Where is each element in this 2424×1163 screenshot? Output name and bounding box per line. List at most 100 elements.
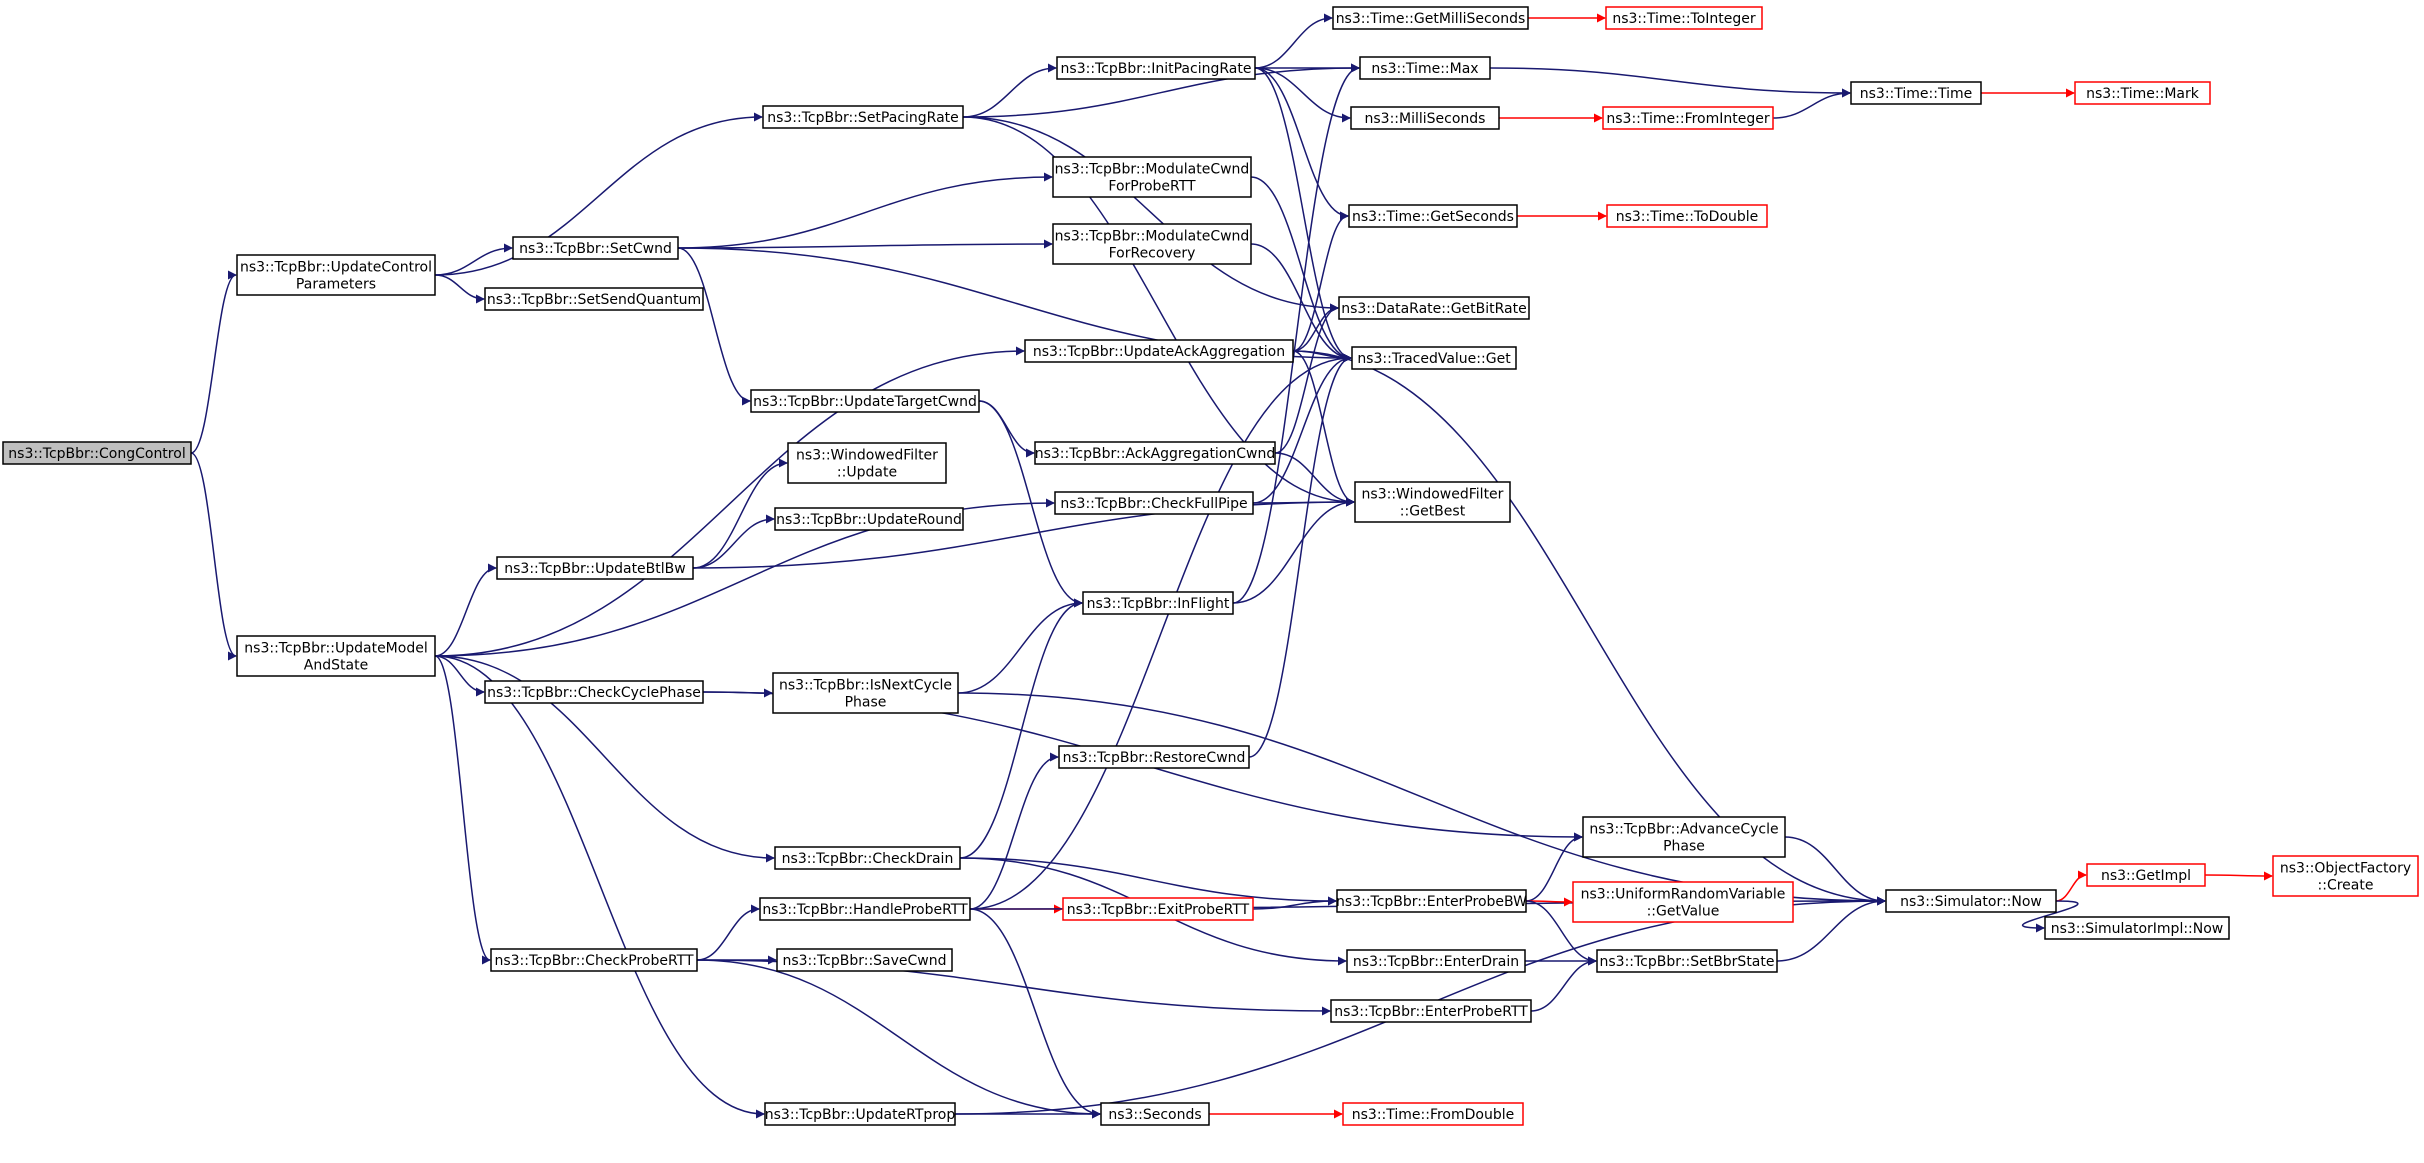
node-cong[interactable]: ns3::TcpBbr::CongControl: [2, 441, 192, 465]
node-label: ns3::Simulator::Now: [1900, 894, 2042, 910]
node-label: ns3::TcpBbr::ModulateCwnd: [1055, 229, 1250, 245]
node-edr[interactable]: ns3::TcpBbr::EnterDrain: [1346, 949, 1526, 973]
node-utc[interactable]: ns3::TcpBbr::UpdateTargetCwnd: [750, 389, 980, 413]
edge-line: [677, 172, 1053, 249]
edge-cdr-to-inf: [959, 598, 1083, 859]
node-snw[interactable]: ns3::Simulator::Now: [1885, 889, 2057, 913]
node-msc[interactable]: ns3::MilliSeconds: [1350, 106, 1500, 130]
node-aac[interactable]: ns3::TcpBbr::AckAggregationCwnd: [1034, 441, 1276, 465]
node-label: ns3::TracedValue::Get: [1357, 351, 1511, 367]
node-gim[interactable]: ns3::GetImpl: [2086, 863, 2206, 887]
node-tti2[interactable]: ns3::Time::Time: [1850, 81, 1982, 105]
node-wfu[interactable]: ns3::WindowedFilter::Update: [787, 442, 947, 484]
node-urd[interactable]: ns3::TcpBbr::UpdateRound: [774, 507, 964, 531]
node-svc[interactable]: ns3::TcpBbr::SaveCwnd: [776, 948, 953, 972]
edge-line: [969, 353, 1352, 910]
edge-cdr-to-epb: [959, 857, 1337, 906]
node-label: ns3::TcpBbr::CheckDrain: [782, 851, 954, 867]
node-tvg[interactable]: ns3::TracedValue::Get: [1351, 346, 1517, 370]
node-uaa[interactable]: ns3::TcpBbr::UpdateAckAggregation: [1024, 339, 1294, 363]
node-cpr[interactable]: ns3::TcpBbr::CheckProbeRTT: [490, 948, 698, 972]
node-label: Phase: [1663, 839, 1705, 855]
node-spr[interactable]: ns3::TcpBbr::SetPacingRate: [762, 105, 964, 129]
edge-cpr-to-hpr: [696, 904, 760, 961]
node-tfi[interactable]: ns3::Time::FromInteger: [1602, 106, 1774, 130]
node-box: [764, 1102, 956, 1126]
node-tgs[interactable]: ns3::Time::GetSeconds: [1348, 204, 1518, 228]
node-label: ns3::TcpBbr::EnterDrain: [1353, 954, 1519, 970]
node-label: ns3::Time::ToInteger: [1612, 11, 1756, 27]
node-label: ns3::TcpBbr::UpdateRTprop: [765, 1107, 956, 1123]
edge-ums-to-ubw: [434, 563, 497, 657]
node-box: [1058, 745, 1250, 769]
node-label: ns3::Time::Time: [1860, 86, 1972, 102]
node-rcw[interactable]: ns3::TcpBbr::RestoreCwnd: [1058, 745, 1250, 769]
node-tgm[interactable]: ns3::Time::GetMilliSeconds: [1332, 6, 1529, 30]
node-box: [2074, 81, 2211, 105]
node-ept[interactable]: ns3::TcpBbr::EnterProbeRTT: [1330, 999, 1532, 1023]
node-sin[interactable]: ns3::SimulatorImpl::Now: [2044, 916, 2230, 940]
node-label: ns3::TcpBbr::CheckFullPipe: [1060, 496, 1247, 512]
node-epb[interactable]: ns3::TcpBbr::EnterProbeBW: [1336, 889, 1527, 913]
node-ssb[interactable]: ns3::TcpBbr::SetBbrState: [1596, 949, 1778, 973]
node-label: ns3::TcpBbr::AckAggregationCwnd: [1035, 446, 1276, 462]
node-box: [750, 389, 980, 413]
node-ccp[interactable]: ns3::TcpBbr::CheckCyclePhase: [484, 680, 704, 704]
edge-spr-to-dgb: [962, 116, 1339, 313]
node-tfd[interactable]: ns3::Time::FromDouble: [1342, 1102, 1524, 1126]
node-sec[interactable]: ns3::Seconds: [1100, 1102, 1210, 1126]
node-ubw[interactable]: ns3::TcpBbr::UpdateBtlBw: [496, 556, 694, 580]
node-label: ns3::TcpBbr::AdvanceCycle: [1589, 822, 1778, 838]
node-hpr[interactable]: ns3::TcpBbr::HandleProbeRTT: [759, 897, 971, 921]
edge-line: [434, 655, 765, 1119]
edge-line: [1232, 63, 1360, 604]
node-ofc[interactable]: ns3::ObjectFactory::Create: [2272, 855, 2419, 897]
node-urv[interactable]: ns3::UniformRandomVariable::GetValue: [1572, 881, 1794, 923]
edge-ipr-to-msc: [1254, 67, 1351, 123]
node-box: [774, 846, 961, 870]
edge-scw-to-mcr: [677, 239, 1053, 249]
node-label: ns3::Time::FromInteger: [1606, 111, 1769, 127]
edge-line: [434, 655, 485, 697]
node-box: [1354, 481, 1511, 523]
node-tmx[interactable]: ns3::Time::Max: [1359, 56, 1491, 80]
node-cdr[interactable]: ns3::TcpBbr::CheckDrain: [774, 846, 961, 870]
node-box: [1054, 491, 1254, 515]
node-cfp[interactable]: ns3::TcpBbr::CheckFullPipe: [1054, 491, 1254, 515]
edge-line: [978, 400, 1083, 608]
edge-line: [962, 63, 1360, 118]
node-tti[interactable]: ns3::Time::ToInteger: [1605, 6, 1763, 30]
node-box: [1606, 204, 1768, 228]
node-label: ns3::TcpBbr::ExitProbeRTT: [1067, 902, 1250, 918]
node-wfg[interactable]: ns3::WindowedFilter::GetBest: [1354, 481, 1511, 523]
node-inf[interactable]: ns3::TcpBbr::InFlight: [1082, 591, 1234, 615]
edge-line: [692, 514, 775, 569]
node-box: [772, 672, 959, 714]
edge-line: [1772, 88, 1851, 119]
edge-line: [969, 752, 1059, 910]
edge-cpr-to-sec: [696, 959, 1101, 1119]
node-tmk[interactable]: ns3::Time::Mark: [2074, 81, 2211, 105]
node-box: [2086, 863, 2206, 887]
node-dgb[interactable]: ns3::DataRate::GetBitRate: [1338, 296, 1530, 320]
node-ipr[interactable]: ns3::TcpBbr::InitPacingRate: [1056, 56, 1256, 80]
node-ssq[interactable]: ns3::TcpBbr::SetSendQuantum: [484, 287, 704, 311]
node-urt[interactable]: ns3::TcpBbr::UpdateRTprop: [764, 1102, 956, 1126]
edge-hpr-to-sec: [969, 908, 1101, 1119]
node-label: ::GetValue: [1647, 904, 1720, 920]
edge-spr-to-tmx: [962, 63, 1360, 118]
edge-rcw-to-tvg: [1248, 353, 1352, 758]
node-box: [512, 236, 679, 260]
node-label: ns3::SimulatorImpl::Now: [2051, 921, 2224, 937]
node-epr[interactable]: ns3::TcpBbr::ExitProbeRTT: [1062, 897, 1254, 921]
node-label: ns3::TcpBbr::IsNextCycle: [779, 678, 952, 694]
edge-line: [434, 655, 491, 965]
node-ttd[interactable]: ns3::Time::ToDouble: [1606, 204, 1768, 228]
node-scw[interactable]: ns3::TcpBbr::SetCwnd: [512, 236, 679, 260]
